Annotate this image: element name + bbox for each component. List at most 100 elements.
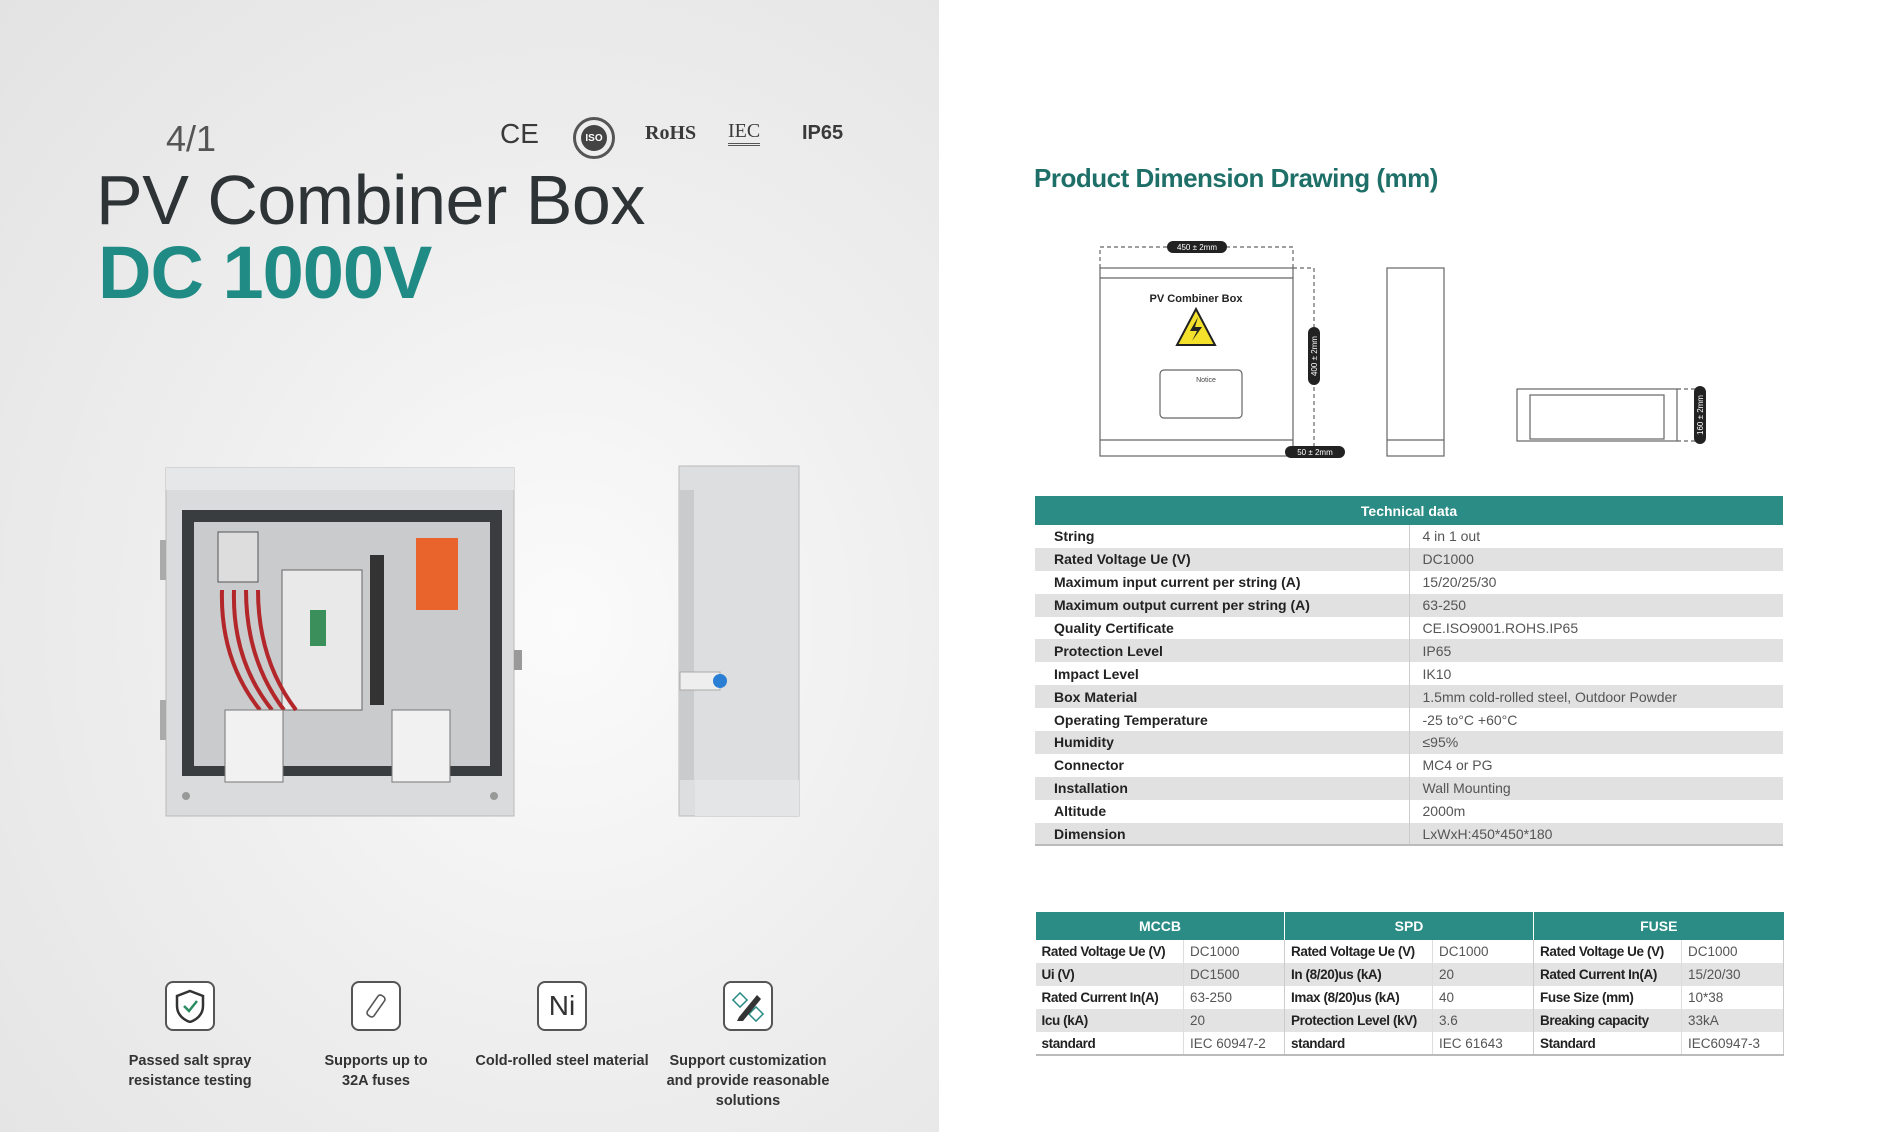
feature-steel: Ni Cold-rolled steel material bbox=[467, 981, 657, 1071]
spec-label: Standard bbox=[1533, 1032, 1682, 1056]
spec-value: DC1000 bbox=[1183, 940, 1285, 963]
table-row: Quality Certificate CE.ISO9001.ROHS.IP65 bbox=[1035, 616, 1783, 640]
spec-label: Fuse Size (mm) bbox=[1540, 990, 1634, 1005]
spec-label: Ui (V) bbox=[1035, 963, 1184, 986]
feature-customization: Support customization and provide reason… bbox=[653, 981, 843, 1111]
ip65-mark: IP65 bbox=[802, 122, 844, 144]
spec-label: Quality Certificate bbox=[1035, 616, 1410, 640]
spec-label: Rated Voltage Ue (V) bbox=[1041, 944, 1166, 959]
spec-value: DC1000 bbox=[1431, 940, 1535, 963]
spec-label: Icu (kA) bbox=[1035, 1009, 1184, 1032]
spd-header: SPD bbox=[1283, 912, 1534, 940]
spec-value: ≤95% bbox=[1409, 731, 1783, 754]
spec-label: Installation bbox=[1035, 776, 1410, 800]
spec-label: In (8/20)us (kA) bbox=[1284, 963, 1433, 986]
spec-value: 20 bbox=[1431, 963, 1535, 986]
spec-value: IEC 60947-2 bbox=[1183, 1032, 1285, 1056]
spec-value: 4 in 1 out bbox=[1422, 528, 1481, 545]
mccb-header: MCCB bbox=[1035, 912, 1285, 940]
box-side-view bbox=[678, 465, 800, 817]
nickel-icon: Ni bbox=[537, 981, 587, 1031]
table-row: Altitude 2000m bbox=[1035, 799, 1783, 823]
spec-value: DC1500 bbox=[1183, 963, 1285, 986]
iec-mark-icon: IEC bbox=[728, 120, 761, 146]
spec-value: 20 bbox=[1183, 1009, 1285, 1032]
spec-value: DC1000 bbox=[1681, 940, 1785, 963]
spec-label: Breaking capacity bbox=[1533, 1009, 1682, 1032]
table-row: Rated Voltage Ue (V)DC1000 bbox=[1035, 547, 1783, 571]
spec-value: 15/20/25/30 bbox=[1422, 574, 1497, 591]
feature-fuses: Supports up to 32A fuses bbox=[281, 981, 471, 1091]
table-row: Operating Temperature -25 to°C +60°C bbox=[1035, 708, 1783, 732]
spec-value: IK10 bbox=[1422, 665, 1452, 682]
spec-value: -25 to°C +60°C bbox=[1422, 711, 1518, 728]
table-row: Maximum input current per string (A) 15/2… bbox=[1035, 570, 1783, 594]
spec-label: Connector bbox=[1035, 753, 1410, 777]
spec-label: Rated Voltage Ue (V) bbox=[1291, 944, 1415, 959]
spec-value: 1.5mm cold-rolled steel, Outdoor Powder bbox=[1409, 685, 1783, 709]
drawing-notice-label: Notice bbox=[1196, 377, 1216, 384]
spec-label: Maximum output current per string (A) bbox=[1035, 593, 1410, 617]
feature-salt-spray: Passed salt spray resistance testing bbox=[95, 981, 285, 1091]
fuse-icon bbox=[351, 981, 401, 1031]
spec-value: 63-250 bbox=[1409, 593, 1783, 617]
fuse-header: FUSE bbox=[1533, 912, 1784, 940]
table-row: Rated Current In(A) 63-250 Imax (8/20)us (… bbox=[1036, 986, 1785, 1009]
spec-label: Impact Level bbox=[1035, 662, 1410, 686]
spec-value: IEC 61643 bbox=[1431, 1032, 1535, 1056]
component-specs-table: MCCB SPD FUSE Rated Voltage Ue (V) DC1000… bbox=[1035, 912, 1785, 1056]
spec-label: Rated Voltage Ue (V) bbox=[1540, 944, 1664, 959]
flange-dimension-label: 50 ± 2mm bbox=[1297, 448, 1333, 457]
spec-label: Rated Current In(A) bbox=[1533, 963, 1682, 986]
spec-label: Box Material bbox=[1035, 685, 1410, 709]
table-row: String 4 in 1 out bbox=[1035, 525, 1783, 548]
table-row: Humidity≤95% bbox=[1035, 731, 1783, 754]
pencil-ruler-icon bbox=[723, 981, 773, 1031]
table-row: Maximum output current per string (A)63-… bbox=[1035, 593, 1783, 617]
table-row: Rated Voltage Ue (V) DC1000 Rated Voltage … bbox=[1036, 940, 1785, 963]
spec-label: Rated Current In(A) bbox=[1041, 990, 1159, 1005]
spec-label: Protection Level bbox=[1035, 639, 1410, 663]
spec-label: Maximum input current per string (A) bbox=[1035, 570, 1410, 594]
spec-value: Wall Mounting bbox=[1409, 776, 1783, 800]
height-dimension-label: 400 ± 2mm bbox=[1310, 336, 1319, 376]
spec-value: DC1000 bbox=[1409, 547, 1783, 571]
spec-label: standard bbox=[1284, 1032, 1433, 1056]
spec-value: CE.ISO9001.ROHS.IP65 bbox=[1422, 620, 1579, 636]
spec-label: Altitude bbox=[1035, 799, 1410, 823]
spec-label: Protection Level (kV) bbox=[1284, 1009, 1433, 1032]
dimension-drawing: PV Combiner Box Notice 450 ± 2mm 50 ± 2m… bbox=[1099, 241, 1706, 458]
spec-label: Operating Temperature bbox=[1035, 708, 1410, 732]
string-ratio: 4/1 bbox=[166, 118, 217, 159]
technical-data-header: Technical data bbox=[1035, 496, 1783, 525]
spec-value: 10*38 bbox=[1681, 986, 1785, 1009]
rohs-mark-icon: RoHS bbox=[645, 122, 697, 144]
spec-value: 40 bbox=[1431, 986, 1535, 1009]
spec-label: Dimension bbox=[1035, 822, 1410, 847]
spec-label: String bbox=[1035, 525, 1410, 548]
iso-badge-icon: ISO bbox=[573, 117, 615, 159]
box-front-open bbox=[160, 467, 522, 817]
ce-mark-icon: CE bbox=[500, 118, 539, 149]
width-dimension-label: 450 ± 2mm bbox=[1177, 243, 1217, 252]
spec-label: standard bbox=[1035, 1032, 1184, 1056]
spec-label: Rated Voltage Ue (V) bbox=[1035, 547, 1410, 571]
lock-icon bbox=[713, 674, 727, 688]
spec-value: 2000m bbox=[1422, 803, 1466, 820]
spec-value: 63-250 bbox=[1183, 986, 1285, 1009]
spec-value: 15/20/30 bbox=[1681, 963, 1785, 986]
table-row: Impact Level IK10 bbox=[1035, 662, 1783, 686]
spec-value: IP65 bbox=[1409, 639, 1783, 663]
product-voltage: DC 1000V bbox=[98, 231, 432, 314]
spec-label: Humidity bbox=[1035, 731, 1410, 754]
spec-label: Imax (8/20)us (kA) bbox=[1291, 990, 1400, 1005]
product-photo bbox=[160, 465, 800, 817]
shield-check-icon bbox=[165, 981, 215, 1031]
